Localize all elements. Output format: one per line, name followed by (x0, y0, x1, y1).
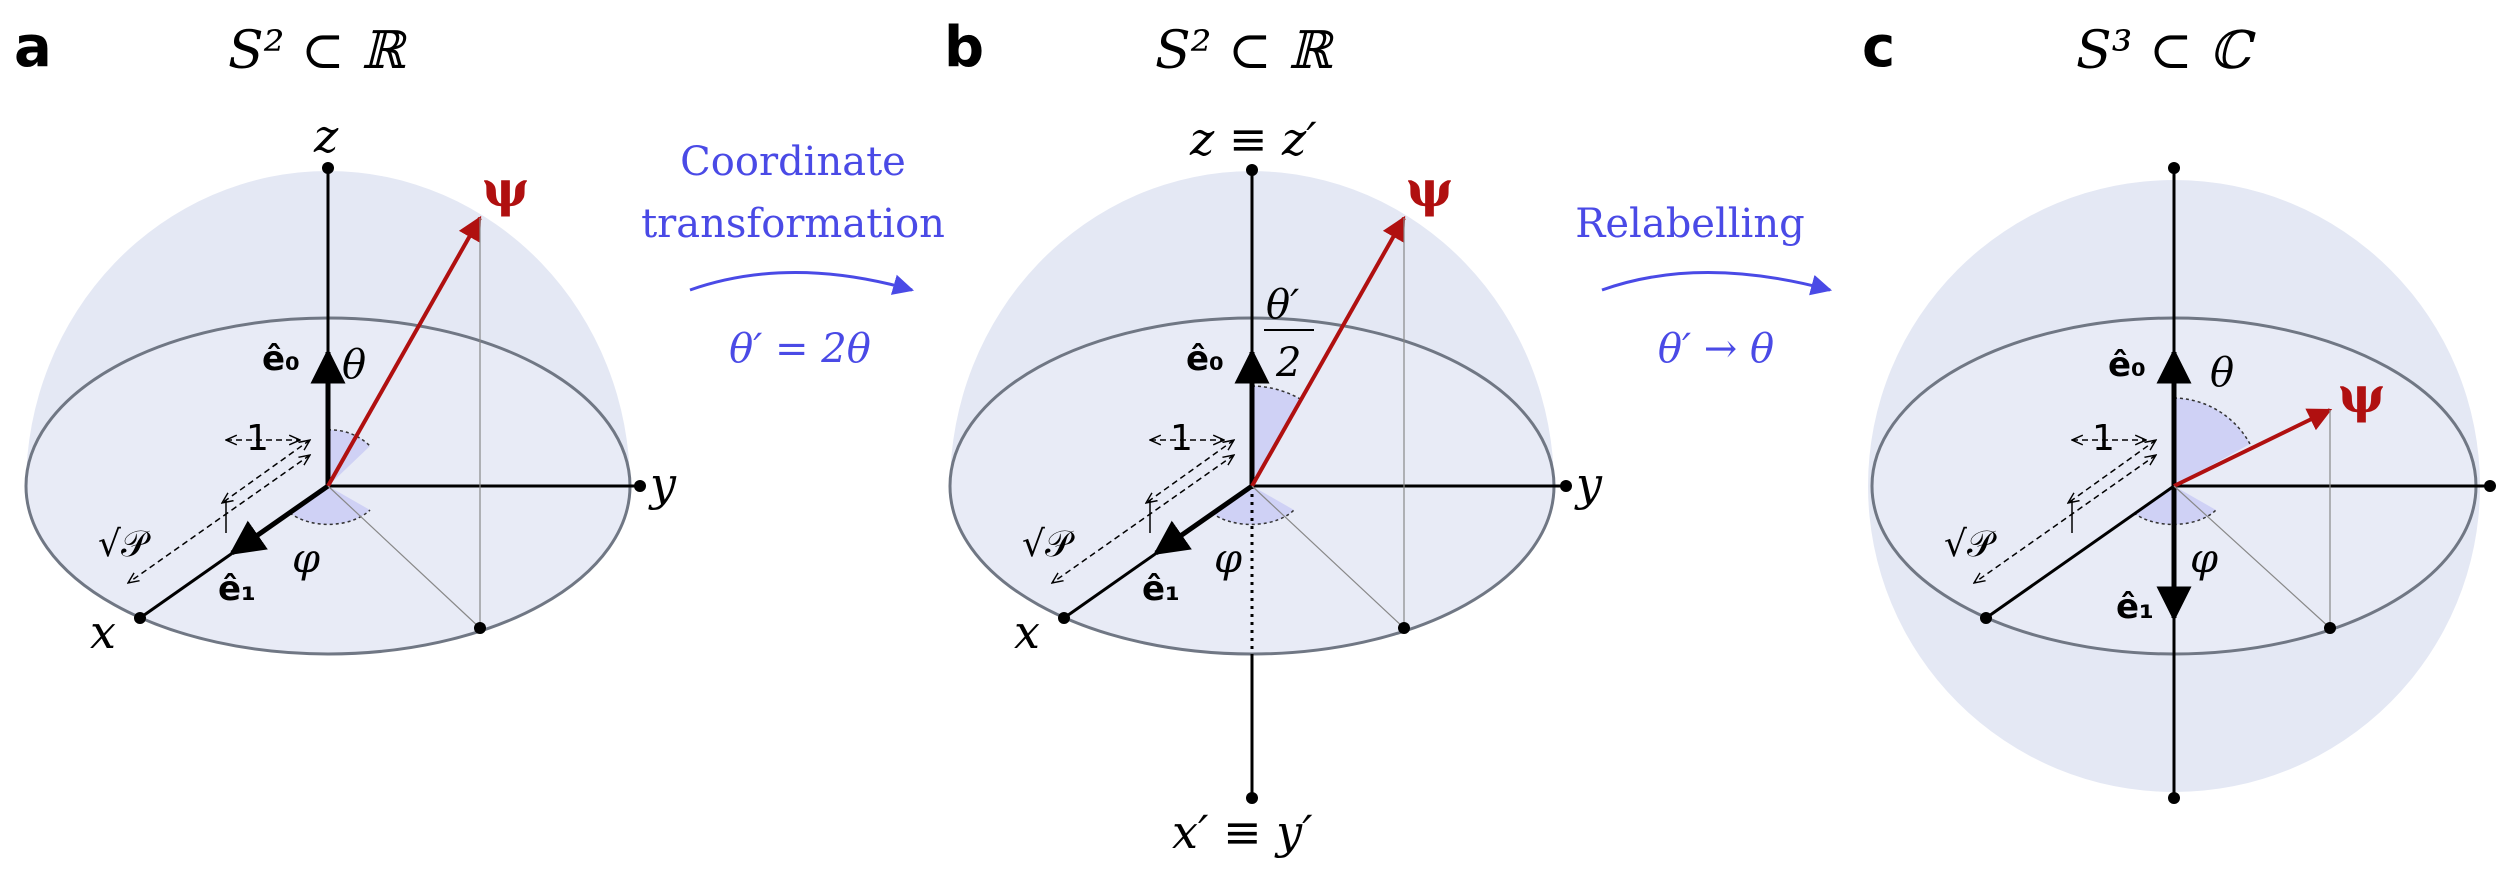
panel-a-title: S² ⊂ ℝ (228, 21, 408, 81)
z-label: z ≡ z′ (1189, 112, 1317, 166)
transition-arrow (689, 271, 915, 295)
y-label: y (648, 457, 677, 511)
transition-equation: θ′ = 2θ (729, 326, 871, 372)
unit-label: 1 (1170, 418, 1193, 459)
theta-numerator: θ′ (1266, 282, 1299, 328)
theta-denominator: 2 (1275, 340, 1301, 386)
e1-label: ê₁ (2116, 587, 2154, 627)
panel-letter-b: b (944, 15, 984, 80)
phi-label: φ (2190, 536, 2218, 582)
sqrtP-length-marker (1974, 455, 2156, 583)
psi-vector (1250, 215, 1406, 487)
panel-letter-a: a (14, 15, 52, 80)
panel-a: a S² ⊂ ℝ z y x ê₀ ê₁ θ φ 1 √𝒫 ψ (14, 15, 677, 659)
transition-line1: Relabelling (1575, 201, 1804, 247)
y-label: y (1574, 457, 1603, 511)
transition-line2: transformation (641, 201, 945, 247)
transition-coordinate: Coordinate transformation θ′ = 2θ (641, 139, 945, 372)
psi-label: ψ (1406, 159, 1453, 218)
e0-label: ê₀ (262, 339, 300, 379)
psi-label: ψ (2338, 365, 2385, 424)
sqrtP-label: √𝒫 (1022, 524, 1075, 565)
unit-label: 1 (2092, 418, 2115, 459)
sqrtP-length-marker (128, 455, 310, 583)
panel-letter-c: c (1862, 15, 1895, 80)
phi-label: φ (292, 536, 320, 582)
theta-label: θ (2210, 350, 2234, 396)
bottom-axis-label: x′ ≡ y′ (1172, 805, 1313, 859)
panel-b: b S² ⊂ ℝ z ≡ z′ y x x′ ≡ y′ ê₀ ê₁ θ′ (944, 15, 1603, 859)
phi-label: φ (1214, 536, 1242, 582)
psi-vector (2173, 408, 2333, 488)
panel-c-title: S³ ⊂ ℂ (2076, 21, 2256, 81)
transition-relabelling: Relabelling θ′ → θ (1575, 201, 1833, 372)
sqrtP-label: √𝒫 (1944, 524, 1997, 565)
theta-angle-region (2174, 398, 2250, 486)
sqrtP-label: √𝒫 (98, 524, 151, 565)
transition-line1: Coordinate (680, 139, 906, 185)
transition-arrow (1601, 271, 1833, 296)
e0-label: ê₀ (1186, 339, 1224, 379)
x-label: x (90, 605, 116, 659)
theta-label: θ (342, 342, 366, 388)
e0-label: ê₀ (2108, 345, 2146, 385)
theta-angle-region (328, 429, 370, 486)
psi-label: ψ (482, 159, 529, 218)
e1-label: ê₁ (1142, 569, 1180, 609)
psi-vector (326, 215, 482, 487)
panel-c: c S³ ⊂ ℂ ê₀ ê₁ θ φ 1 √𝒫 ψ (1862, 15, 2496, 804)
unit-label: 1 (246, 418, 269, 459)
sqrtP-length-marker (1052, 455, 1234, 583)
transition-equation: θ′ → θ (1658, 326, 1774, 372)
e1-label: ê₁ (218, 569, 256, 609)
x-label: x (1014, 605, 1040, 659)
panel-b-title: S² ⊂ ℝ (1155, 21, 1335, 81)
z-label: z (313, 109, 339, 163)
